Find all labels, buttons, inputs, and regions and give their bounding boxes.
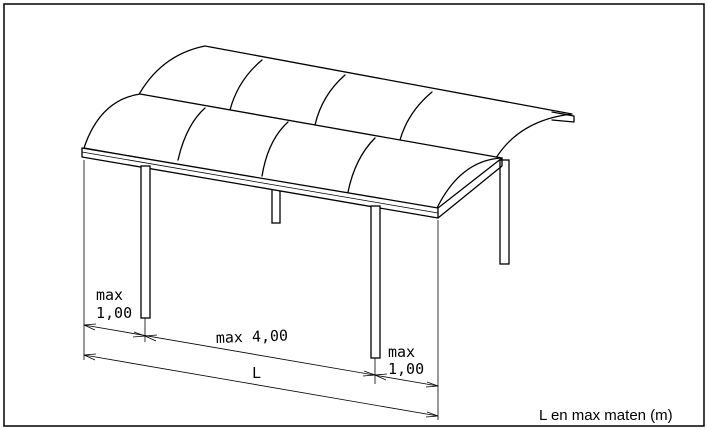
front-beam [81,147,503,219]
caption-text: L en max maten (m) [539,407,673,424]
right-overhang-label-2: 1,00 [388,360,424,378]
span-label: max 4,00 [216,326,289,347]
front-post-left [140,165,151,319]
front-post-right [370,205,381,359]
back-post-right [499,159,510,265]
drawing-frame [3,3,705,427]
back-post-middle [271,185,281,224]
back-roof [136,45,575,159]
right-overhang-label-1: max [388,343,415,361]
left-overhang-label-1: max [96,286,123,304]
total-length-label: L [252,364,261,382]
left-overhang-label-2: 1,00 [96,304,132,322]
dimension-lines [83,160,439,420]
